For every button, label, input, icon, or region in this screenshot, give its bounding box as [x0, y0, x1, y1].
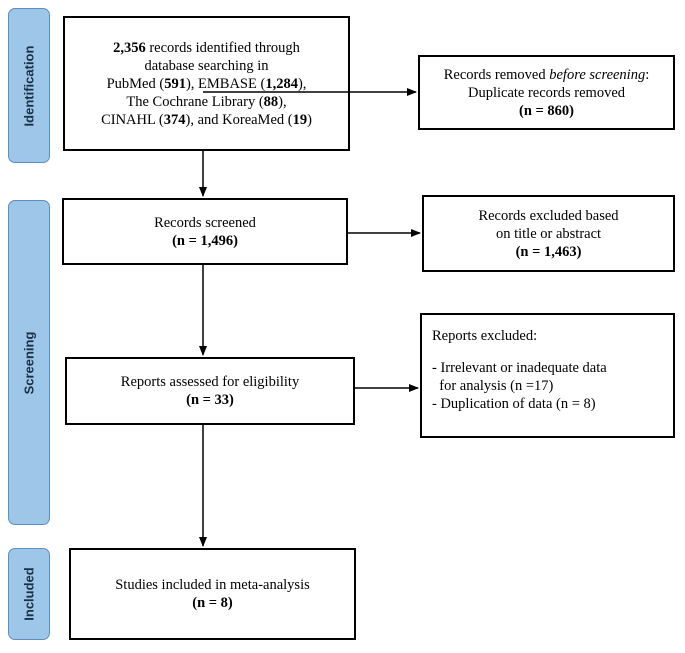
- records-identified-box: 2,356 records identified through databas…: [63, 16, 350, 151]
- eligibility-count: (n = 33): [186, 392, 234, 408]
- identified-count: 2,356: [113, 39, 146, 56]
- cochrane-count: 88: [263, 93, 279, 110]
- reports-excluded-box: Reports excluded: - Irrelevant or inadeq…: [420, 313, 675, 438]
- pubmed-count: 591: [164, 75, 186, 92]
- phase-screening: Screening: [8, 200, 50, 525]
- records-removed-box: Records removed before screening: Duplic…: [418, 55, 675, 130]
- removed-count: (n = 860): [519, 102, 574, 119]
- phase-included: Included: [8, 548, 50, 640]
- excluded-title-count: (n = 1,463): [515, 243, 582, 260]
- records-excluded-box: Records excluded based on title or abstr…: [422, 195, 675, 272]
- studies-included-box: Studies included in meta-analysis (n = 8…: [69, 548, 356, 640]
- reports-assessed-box: Reports assessed for eligibility (n = 33…: [65, 357, 355, 425]
- records-screened-box: Records screened (n = 1,496): [62, 198, 348, 265]
- cinahl-count: 374: [163, 111, 186, 128]
- phase-identification: Identification: [8, 8, 50, 163]
- included-count: (n = 8): [192, 595, 233, 611]
- embase-count: 1,284: [265, 75, 298, 92]
- screened-count: (n = 1,496): [172, 232, 238, 249]
- koreamed-count: 19: [292, 111, 308, 128]
